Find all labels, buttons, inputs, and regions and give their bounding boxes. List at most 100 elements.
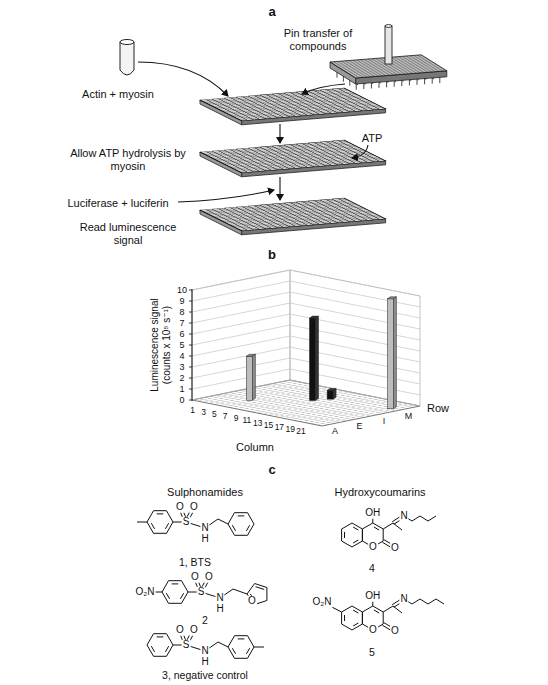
column-tick-label: 5	[212, 410, 217, 420]
compound-label: 1, BTS	[179, 556, 211, 568]
bar-side	[252, 354, 255, 400]
step-label: Read luminescence signal	[76, 221, 181, 246]
panel-letter: a	[268, 5, 275, 20]
bond	[383, 523, 393, 529]
step-label: Pin transfer of compounds	[271, 27, 366, 52]
y-tick-label: 1	[179, 384, 184, 394]
gridline	[192, 325, 420, 351]
well-grid	[200, 198, 386, 231]
bond	[151, 646, 154, 652]
bond	[374, 527, 379, 530]
data-bar	[246, 354, 255, 400]
column-tick-label: 13	[253, 419, 262, 429]
bar-top	[310, 316, 319, 318]
tick	[189, 378, 192, 379]
atom-label: O	[368, 625, 378, 636]
gridline	[192, 303, 420, 329]
atom-label: O	[175, 502, 185, 513]
ring	[147, 634, 173, 657]
gridline	[192, 358, 420, 384]
atom-label: H	[200, 657, 209, 668]
gridline	[192, 281, 420, 307]
bond	[172, 583, 179, 584]
assay-plate	[200, 88, 386, 125]
y-tick-label: 0	[179, 395, 184, 405]
gridline	[192, 336, 420, 362]
atom-label: N	[215, 593, 224, 604]
bond	[157, 636, 164, 637]
bond	[412, 599, 420, 604]
bond	[137, 522, 147, 523]
tick	[189, 323, 192, 324]
atom-label: N	[200, 646, 209, 657]
column-tick-label: 17	[275, 423, 284, 433]
gridline	[192, 292, 420, 318]
gridline	[192, 314, 420, 340]
bond	[218, 642, 228, 647]
y-tick-label: 3	[179, 362, 184, 372]
step-label: Allow ATP hydrolysis by myosin	[66, 147, 191, 172]
ring	[162, 581, 188, 604]
y-tick-label: 10	[177, 285, 187, 295]
bar-top	[387, 297, 396, 299]
atom-label: O	[390, 543, 400, 554]
tick	[189, 301, 192, 302]
atom-label: O₂N	[312, 597, 333, 608]
tick	[189, 356, 192, 357]
bar-chart-3d	[189, 270, 420, 426]
panel-letter: b	[268, 248, 276, 263]
atom-label: S	[197, 587, 206, 598]
class-heading: Sulphonamides	[167, 486, 243, 499]
bond	[254, 647, 264, 648]
tick	[189, 400, 192, 401]
bond	[353, 610, 358, 613]
atom-label: O	[189, 502, 199, 513]
plate-top	[200, 88, 386, 121]
bond	[353, 623, 358, 626]
column-tick-label: 15	[264, 421, 273, 431]
tick	[189, 367, 192, 368]
atom-label: N	[200, 523, 209, 534]
bond	[232, 648, 235, 654]
atom-label: O	[368, 542, 378, 553]
step-label: Luciferase + luciferin	[67, 197, 168, 210]
atom-label: O	[175, 625, 185, 636]
bond	[420, 516, 428, 521]
bond	[412, 516, 420, 521]
assay-plate	[200, 198, 386, 235]
atom-label: O	[247, 595, 257, 606]
plate-top	[200, 140, 386, 173]
column-tick-label: 3	[201, 408, 206, 418]
well-grid	[200, 88, 386, 121]
data-bar	[309, 316, 318, 401]
bond	[180, 593, 183, 599]
y-tick-label: 9	[179, 296, 184, 306]
column-tick-label: 9	[234, 414, 239, 424]
atom-label: N	[399, 594, 408, 605]
class-heading: Hydroxycoumarins	[334, 486, 425, 499]
column-tick-label: 7	[223, 412, 228, 422]
ring	[342, 606, 363, 630]
axis-title: Column	[236, 441, 274, 454]
compound-label: 2	[202, 614, 208, 626]
compound-label: 3, negative control	[162, 669, 248, 681]
compound-label: 5	[369, 646, 375, 658]
column-tick-label: 21	[296, 427, 305, 437]
y-tick-label: 2	[179, 373, 184, 383]
bar-front	[327, 390, 333, 399]
bar-front	[246, 356, 252, 400]
bond	[238, 638, 245, 639]
atom-label: H	[215, 604, 224, 615]
reagent-label: ATP	[362, 132, 383, 145]
gridline	[192, 347, 420, 373]
bond	[246, 525, 249, 531]
gridline	[192, 270, 420, 296]
atom-label: H	[200, 534, 209, 545]
bar-front	[309, 318, 315, 401]
bar-top	[246, 354, 255, 356]
tick	[189, 290, 192, 291]
atom-label: S	[182, 640, 191, 651]
well-grid	[200, 140, 386, 173]
floor-grid	[192, 380, 420, 426]
